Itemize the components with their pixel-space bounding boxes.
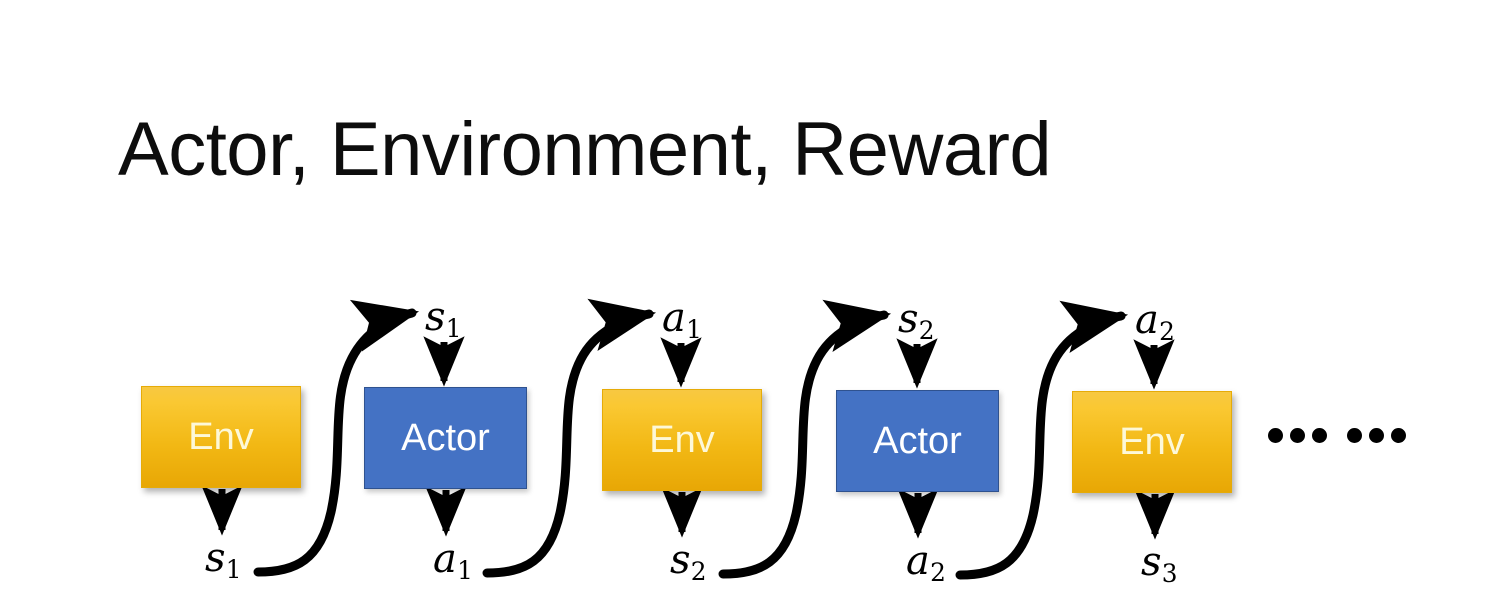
ellipsis-dot — [1347, 428, 1362, 443]
page-title: Actor, Environment, Reward — [118, 107, 1052, 192]
node-label: Actor — [873, 420, 962, 462]
subscript: 1 — [225, 555, 242, 585]
ellipsis-dot — [1290, 428, 1305, 443]
label-action-a2-bottom: a2 — [906, 538, 946, 585]
symbol: s — [425, 294, 446, 340]
node-label: Actor — [401, 417, 490, 459]
ellipsis-dot — [1369, 428, 1384, 443]
ellipsis-dot — [1391, 428, 1406, 443]
label-state-s2-bottom: s2 — [670, 537, 707, 584]
node-env-3[interactable]: Env — [1072, 391, 1232, 493]
node-label: Env — [649, 419, 715, 461]
label-to-box-arrows — [423, 336, 1175, 390]
label-state-s1-top: s1 — [425, 294, 462, 341]
symbol: s — [898, 296, 919, 342]
symbol: s — [1141, 539, 1162, 585]
label-action-a1-bottom: a1 — [433, 536, 473, 583]
node-actor-2[interactable]: Actor — [836, 390, 999, 492]
subscript: 1 — [686, 315, 702, 345]
subscript: 2 — [918, 316, 935, 346]
subscript: 3 — [1161, 559, 1178, 589]
label-state-s3-bottom: s3 — [1141, 539, 1178, 586]
subscript: 2 — [1159, 317, 1175, 347]
subscript: 1 — [445, 314, 462, 344]
node-env-1[interactable]: Env — [141, 386, 301, 488]
symbol: a — [662, 295, 686, 341]
node-label: Env — [188, 416, 254, 458]
subscript: 2 — [690, 557, 707, 587]
label-action-a1-top: a1 — [662, 295, 702, 342]
symbol: s — [670, 537, 691, 583]
symbol: s — [205, 535, 226, 581]
label-action-a2-top: a2 — [1135, 297, 1175, 344]
subscript: 2 — [930, 558, 946, 588]
node-env-2[interactable]: Env — [602, 389, 762, 491]
ellipsis-dot — [1312, 428, 1327, 443]
label-state-s2-top: s2 — [898, 296, 935, 343]
symbol: a — [906, 538, 930, 584]
ellipsis-continuation — [1268, 428, 1406, 443]
node-label: Env — [1119, 421, 1185, 463]
label-state-s1-bottom: s1 — [205, 535, 242, 582]
ellipsis-dot — [1268, 428, 1283, 443]
symbol: a — [433, 536, 457, 582]
subscript: 1 — [457, 556, 473, 586]
symbol: a — [1135, 297, 1159, 343]
node-actor-1[interactable]: Actor — [364, 387, 527, 489]
ellipsis-gap — [1334, 435, 1340, 436]
box-to-label-arrows — [201, 485, 1176, 540]
